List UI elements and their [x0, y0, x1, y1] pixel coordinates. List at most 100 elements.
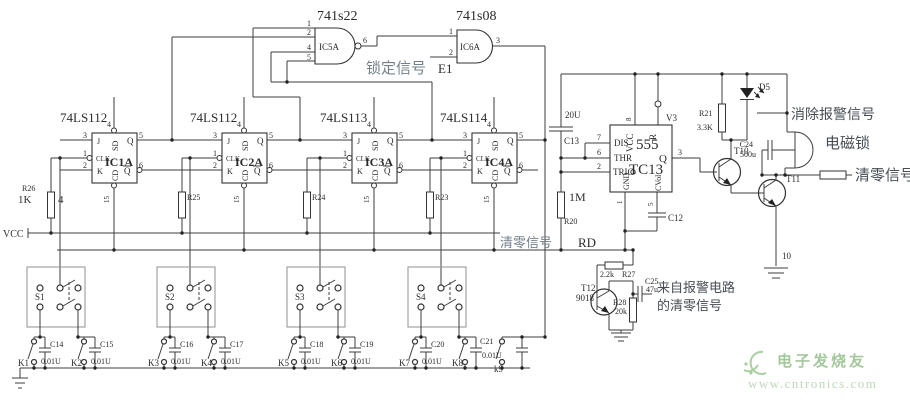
timer-555: DIS THR TRIG 555 TC13 Q VCC R GND CVol 7… [561, 73, 787, 250]
watermark: 电子发烧友 www.cntronics.com [743, 350, 876, 391]
wire [718, 158, 732, 168]
node [720, 72, 724, 76]
shape [303, 191, 311, 219]
node [318, 156, 322, 160]
cap-ref: C25 [645, 277, 658, 286]
res-ref: R20 [564, 217, 577, 226]
shape [286, 266, 346, 328]
node [74, 303, 82, 311]
net-label-clear-alarm: 消除报警信号 [791, 106, 875, 122]
ff-part-label: 74LS112 [60, 110, 107, 125]
cap-value: 0.01U [91, 357, 111, 366]
key-ref: K5 [278, 358, 289, 368]
key-ref: K7 [399, 358, 410, 368]
pin-label: Q [659, 153, 667, 165]
node [74, 284, 82, 292]
node [56, 284, 64, 292]
pin-label: Q [124, 166, 131, 176]
watermark-cn: 电子发烧友 [777, 352, 867, 370]
cap-ref: C20 [431, 340, 444, 349]
shape [407, 266, 467, 328]
gate-name: IC5A [319, 42, 340, 52]
pin-number: 1 [463, 149, 467, 158]
pin-number: 6 [519, 161, 523, 170]
pin-label: J [97, 137, 100, 146]
resistor-ref: R26 [22, 184, 35, 193]
pin-label: CD [111, 170, 120, 181]
pin-label: J [227, 137, 230, 146]
node [633, 72, 637, 76]
res-ref: R28 [613, 298, 626, 307]
pin-number: 5 [139, 131, 143, 140]
node [623, 229, 627, 233]
node [186, 303, 194, 311]
switch-block-s3: S3 K5 C18 0.01U K6 C19 0.01U [278, 266, 373, 368]
shape [718, 103, 726, 133]
node [760, 173, 764, 177]
pin-label: Q [127, 136, 134, 146]
node [455, 303, 463, 311]
shape [743, 364, 759, 373]
node [204, 303, 212, 311]
node [559, 170, 563, 174]
node [430, 138, 434, 142]
node [30, 338, 38, 345]
switch-block-s4: S4 K7 C20 0.01U K8 C21 0.01U k9 [399, 266, 545, 374]
node [204, 284, 212, 292]
switch-ref: S1 [35, 292, 45, 302]
flipflop-ic1a: 74LS112 IC1A J CLK K Q Q SD CD 3 1 2 5 6… [18, 97, 143, 285]
pin-number: 3 [83, 131, 87, 140]
wire [287, 343, 294, 360]
node [30, 358, 38, 366]
pin-number: 3 [463, 131, 467, 140]
node [466, 155, 473, 161]
pin-number: 6 [269, 161, 273, 170]
cap-value: 0.01U [422, 357, 442, 366]
node [111, 127, 117, 134]
node [173, 366, 177, 370]
node [43, 366, 47, 370]
node [712, 157, 742, 187]
cap-ref: C24 [740, 140, 753, 149]
timer-name: TC13 [629, 162, 663, 178]
pin-number: 6 [597, 148, 601, 157]
node [729, 138, 733, 142]
node [316, 284, 324, 292]
cap-value: 0.01U [221, 357, 241, 366]
net-label-lock-signal: 锁定信号 [366, 60, 426, 77]
node [785, 111, 789, 115]
cap-ref: C16 [180, 340, 193, 349]
transistor-ref: T12 [581, 283, 596, 293]
net-label-clear-right: 清零信号 [855, 167, 910, 184]
node [170, 138, 174, 142]
shape [557, 191, 565, 219]
maglock-t11: C24 500u T11 10 消除报警信号 电磁锁 清零信号 [740, 74, 910, 279]
ff-part-label: 74LS114 [440, 110, 488, 125]
pin-label: THR [614, 153, 632, 163]
node [334, 284, 342, 292]
net-label-clear: 清零信号 [500, 235, 552, 250]
node [298, 335, 302, 339]
switch-ref: S2 [165, 292, 175, 302]
transistor-value: 9018 [576, 293, 595, 303]
node [292, 366, 296, 370]
node [623, 248, 627, 252]
pin-label: GND [622, 172, 631, 190]
clear-rail: 清零信号 RD [57, 235, 633, 251]
node [654, 100, 662, 108]
wire [408, 343, 415, 360]
net-label-maglock: 电磁锁 [825, 135, 870, 152]
node [424, 366, 428, 370]
pin-label: SD [371, 141, 380, 151]
shape [351, 132, 398, 184]
node [492, 248, 496, 252]
gate-part-label: 741s08 [456, 9, 496, 24]
shape [740, 88, 754, 98]
node [340, 338, 348, 345]
pin-label: K [477, 167, 483, 176]
node [340, 358, 348, 366]
shape [755, 93, 760, 98]
pin-number: 4 [237, 120, 241, 129]
node [180, 231, 184, 235]
